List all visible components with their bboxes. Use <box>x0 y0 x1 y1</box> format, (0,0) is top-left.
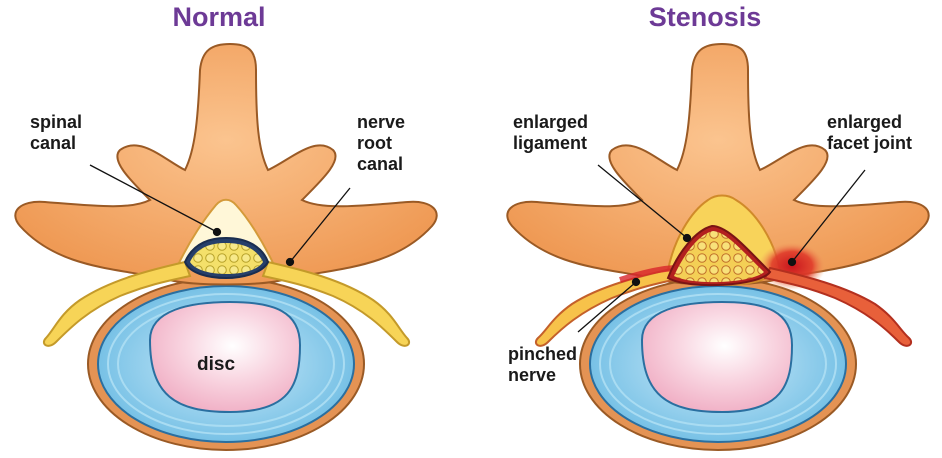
stenosis-vertebra <box>507 44 928 450</box>
stenosis-disc <box>580 278 856 450</box>
label-nerve-root-canal: nerve root canal <box>357 112 405 175</box>
label-enlarged-facet-joint: enlarged facet joint <box>827 112 912 154</box>
normal-vertebra <box>15 44 436 450</box>
label-spinal-canal: spinal canal <box>30 112 82 154</box>
label-disc: disc <box>197 354 235 375</box>
label-enlarged-ligament: enlarged ligament <box>513 112 588 154</box>
label-pinched-nerve: pinched nerve <box>508 344 577 386</box>
